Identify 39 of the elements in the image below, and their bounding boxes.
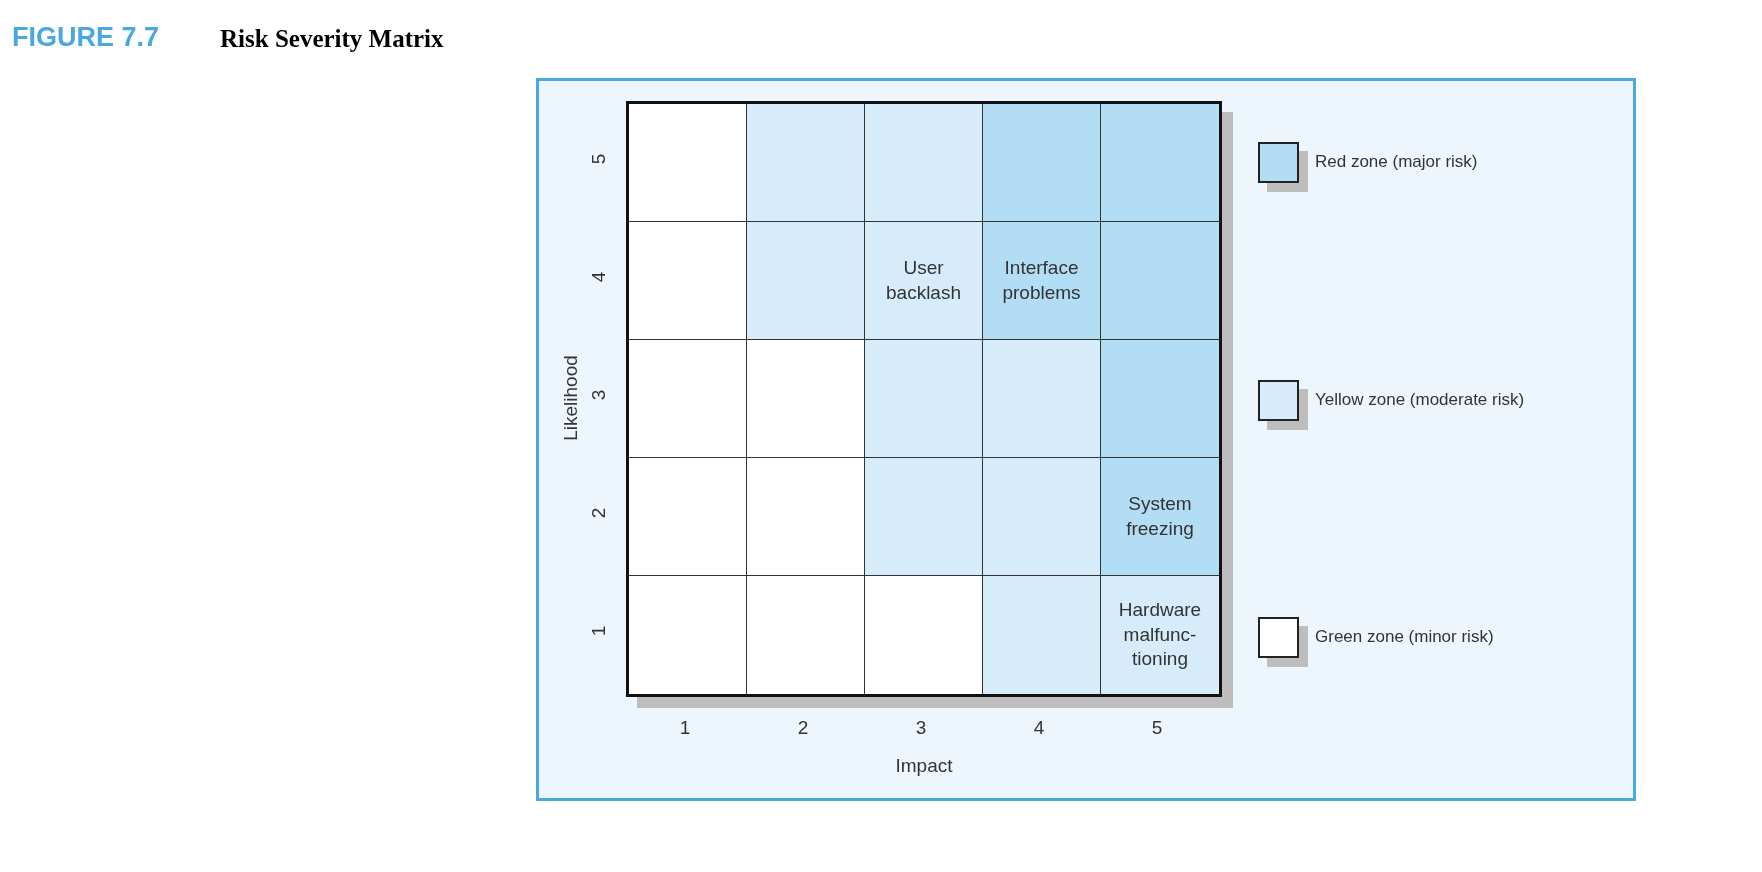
risk-cell: Interface problems bbox=[983, 222, 1101, 340]
matrix-cell bbox=[865, 340, 983, 458]
matrix-cell bbox=[983, 458, 1101, 576]
axis-tick-label: 5 bbox=[588, 152, 610, 167]
axis-tick-label: 1 bbox=[588, 624, 610, 639]
matrix-cell bbox=[983, 576, 1101, 694]
matrix-cell bbox=[629, 340, 747, 458]
matrix-cell bbox=[747, 340, 865, 458]
axis-tick-label: 5 bbox=[1150, 717, 1164, 739]
figure-title: Risk Severity Matrix bbox=[220, 25, 444, 53]
figure-number: FIGURE 7.7 bbox=[12, 22, 160, 53]
matrix-cell bbox=[629, 104, 747, 222]
legend-label: Red zone (major risk) bbox=[1315, 152, 1478, 172]
axis-title: Impact bbox=[894, 755, 954, 777]
axis-tick-label: 4 bbox=[588, 270, 610, 285]
axis-tick-label: 3 bbox=[588, 388, 610, 403]
matrix-cell bbox=[865, 458, 983, 576]
matrix-cell bbox=[629, 222, 747, 340]
matrix-cell bbox=[1101, 340, 1219, 458]
matrix-cell bbox=[1101, 104, 1219, 222]
matrix-cell bbox=[983, 104, 1101, 222]
risk-cell: Hardware malfunc- tioning bbox=[1101, 576, 1219, 694]
risk-cell: User backlash bbox=[865, 222, 983, 340]
risk-cell: System freezing bbox=[1101, 458, 1219, 576]
axis-title: Likelihood bbox=[560, 354, 582, 443]
axis-tick-label: 2 bbox=[588, 506, 610, 521]
legend-label: Green zone (minor risk) bbox=[1315, 627, 1494, 647]
axis-tick-label: 3 bbox=[914, 717, 928, 739]
matrix-cell bbox=[1101, 222, 1219, 340]
matrix-cell bbox=[865, 104, 983, 222]
matrix-cell bbox=[747, 222, 865, 340]
axis-tick-label: 4 bbox=[1032, 717, 1046, 739]
matrix-cell bbox=[983, 340, 1101, 458]
matrix-cell bbox=[747, 458, 865, 576]
axis-tick-label: 1 bbox=[678, 717, 692, 739]
axis-tick-label: 2 bbox=[796, 717, 810, 739]
legend-label: Yellow zone (moderate risk) bbox=[1315, 390, 1525, 410]
matrix-cell bbox=[747, 104, 865, 222]
matrix-cell bbox=[629, 458, 747, 576]
